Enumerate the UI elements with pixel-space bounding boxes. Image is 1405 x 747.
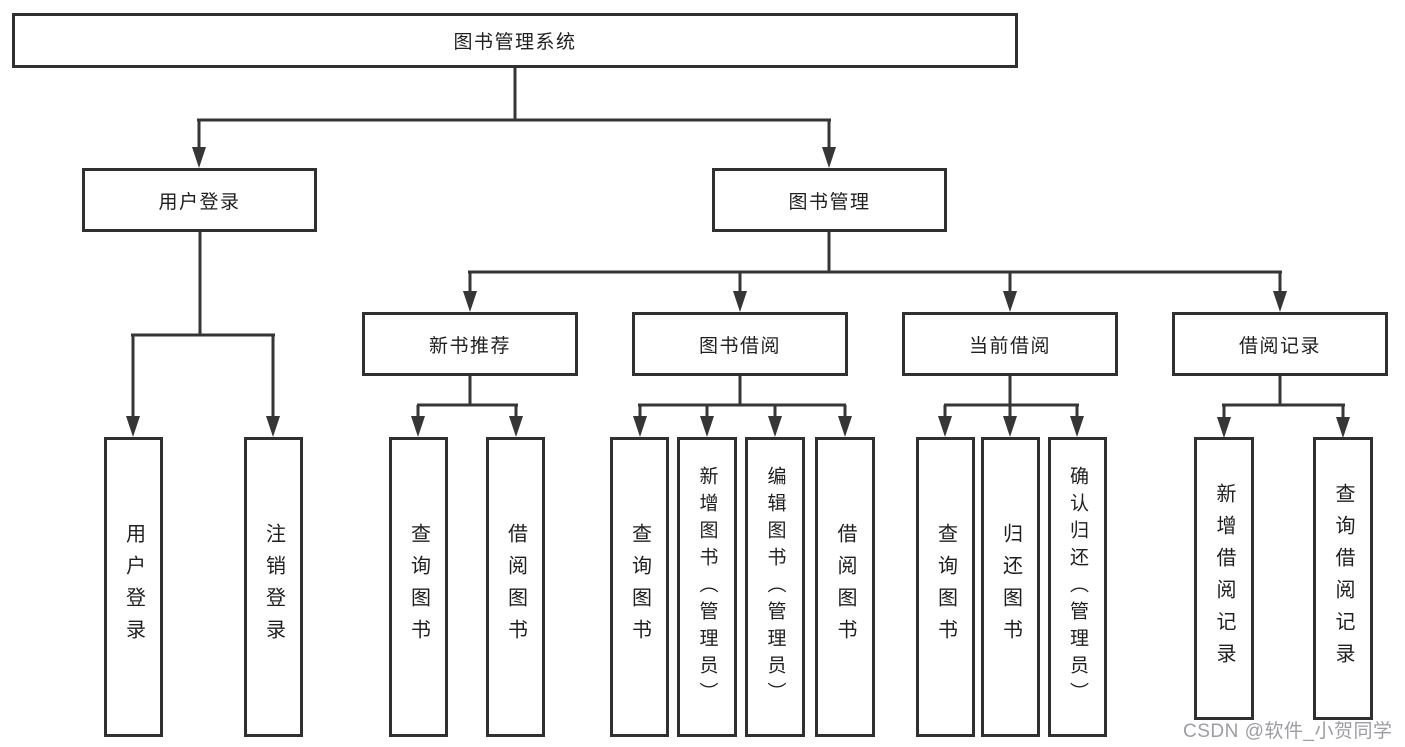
node-book-management: 图书管理 (712, 168, 947, 232)
connector-book-borrow (638, 376, 847, 420)
node-label: 当前借阅 (968, 335, 1051, 357)
node-book-borrow: 图书借阅 (632, 312, 848, 376)
connector-current-borrow (943, 376, 1079, 420)
leaf-label: 借阅图书 (834, 523, 856, 651)
node-borrow-records: 借阅记录 (1172, 312, 1388, 376)
leaf-borrow-books: 借阅图书 (815, 437, 875, 737)
csdn-watermark: CSDN @软件_小贺同学 (1183, 721, 1393, 742)
leaf-add-book-admin: 新增图书（管理员） (677, 437, 737, 737)
leaf-label: 编辑图书（管理员） (764, 465, 786, 709)
leaf-query-books-borrow: 查询图书 (610, 437, 669, 737)
connector-user-login (131, 232, 275, 420)
node-label: 新书推荐 (428, 335, 511, 357)
leaf-confirm-return-admin: 确认归还（管理员） (1048, 437, 1107, 737)
node-label: 图书管理 (788, 191, 871, 213)
leaf-label: 用户登录 (122, 523, 145, 651)
node-current-borrow: 当前借阅 (902, 312, 1118, 376)
leaf-label: 查询图书 (934, 523, 957, 651)
connector-new-book (416, 376, 518, 420)
node-library-management-system: 图书管理系统 (12, 13, 1018, 68)
node-label: 图书借阅 (698, 335, 781, 357)
leaf-label: 归还图书 (999, 523, 1022, 651)
node-label: 借阅记录 (1238, 335, 1321, 357)
connector-root (197, 68, 831, 150)
leaf-return-books: 归还图书 (981, 437, 1040, 737)
leaf-label: 查询借阅记录 (1332, 482, 1354, 675)
leaf-label: 查询图书 (628, 523, 651, 651)
node-new-book-recommend: 新书推荐 (362, 312, 578, 376)
leaf-user-login: 用户登录 (104, 437, 163, 737)
leaf-label: 确认归还（管理员） (1067, 465, 1088, 709)
connector-book-management (468, 232, 1282, 295)
leaf-label: 借阅图书 (504, 523, 527, 651)
leaf-borrow-books-recommend: 借阅图书 (486, 437, 545, 737)
leaf-query-books-current: 查询图书 (916, 437, 975, 737)
node-user-login: 用户登录 (82, 168, 317, 232)
leaf-add-borrow-record: 新增借阅记录 (1194, 437, 1254, 720)
connector-borrow-records (1222, 376, 1345, 420)
leaf-logout: 注销登录 (244, 437, 303, 737)
node-label: 图书管理系统 (453, 32, 577, 53)
node-label: 用户登录 (158, 191, 241, 213)
leaf-label: 新增图书（管理员） (696, 465, 718, 709)
leaf-query-borrow-record: 查询借阅记录 (1313, 437, 1373, 720)
leaf-label: 新增借阅记录 (1213, 482, 1235, 675)
leaf-edit-book-admin: 编辑图书（管理员） (745, 437, 805, 737)
leaf-query-books-recommend: 查询图书 (389, 437, 448, 737)
leaf-label: 查询图书 (407, 523, 430, 651)
leaf-label: 注销登录 (262, 523, 285, 651)
